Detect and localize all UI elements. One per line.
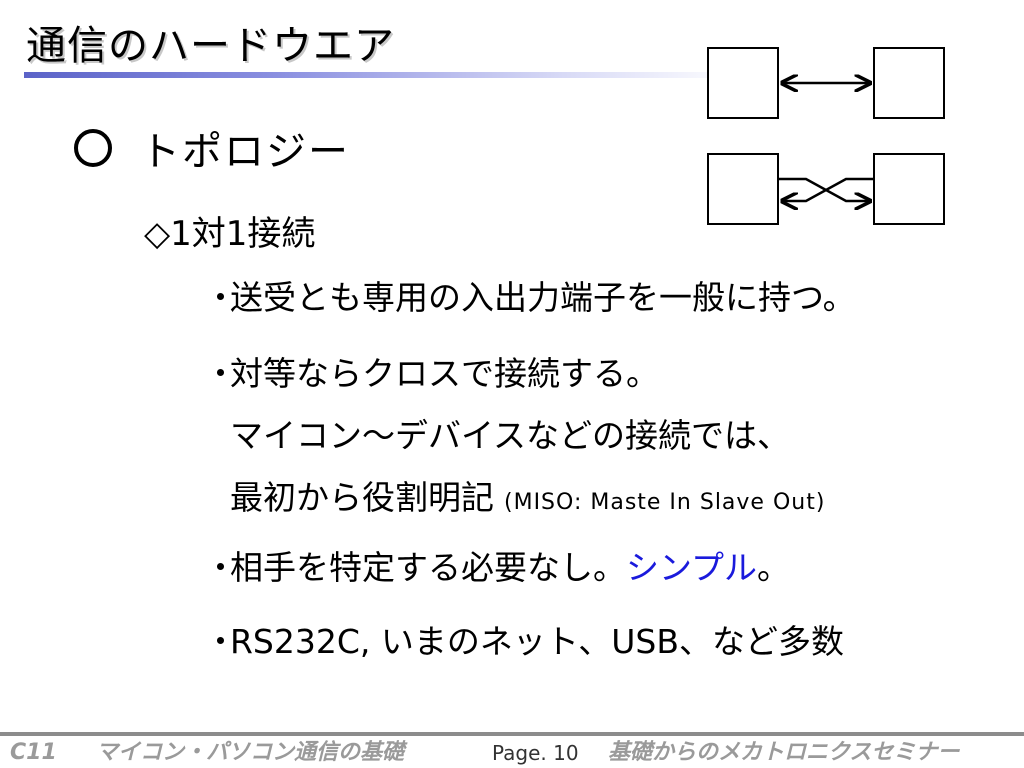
footer-page: Page. 10 [492,741,579,765]
title-underline [24,72,744,78]
circle-bullet-icon [74,129,112,167]
bullet-text: 送受とも専用の入出力端子を一般に持つ。 [230,278,856,317]
bullet-marker: ・ [204,622,237,661]
connection-diagram [707,47,945,225]
bullet-suffix: 。 [757,548,791,587]
subheading: ◇1対1接続 [144,214,316,254]
bullet-continuation: 最初から役割明記 (MISO: Maste In Slave Out) [230,478,825,523]
device-box [707,47,779,119]
continuation-text: 最初から役割明記 [230,478,494,517]
footer-seminar: 基礎からのメカトロニクスセミナー [608,740,960,765]
miso-note: (MISO: Maste In Slave Out) [504,490,826,515]
footer-divider [0,732,1024,736]
footer-code: C11 [10,740,57,765]
device-box [873,47,945,119]
direct-connection [707,47,945,119]
device-box [707,153,779,225]
bullet-text: 対等ならクロスで接続する。 [230,354,659,393]
device-box [873,153,945,225]
cross-connection [707,153,945,225]
footer-course: マイコン・パソコン通信の基礎 [96,740,405,765]
bullet-text: RS232C, いまのネット、USB、など多数 [230,622,844,661]
bullet-item: ・相手を特定する必要なし。シンプル。 [204,548,790,588]
bullet-item: ・RS232C, いまのネット、USB、など多数 [204,622,844,662]
section-heading: トポロジー [74,128,350,176]
bullet-marker: ・ [204,278,237,317]
bullet-item: ・送受とも専用の入出力端子を一般に持つ。 [204,278,856,318]
bullet-marker: ・ [204,354,237,393]
bullet-marker: ・ [204,548,237,587]
bullet-continuation: マイコン〜デバイスなどの接続では、 [230,416,791,455]
slide-title: 通信のハードウエア [26,23,395,69]
highlight-text: シンプル [626,548,758,587]
bullet-item: ・対等ならクロスで接続する。 [204,354,659,394]
bullet-text: 相手を特定する必要なし。 [230,548,626,587]
cross-line-rx [782,177,874,201]
heading-text: トポロジー [140,129,350,175]
